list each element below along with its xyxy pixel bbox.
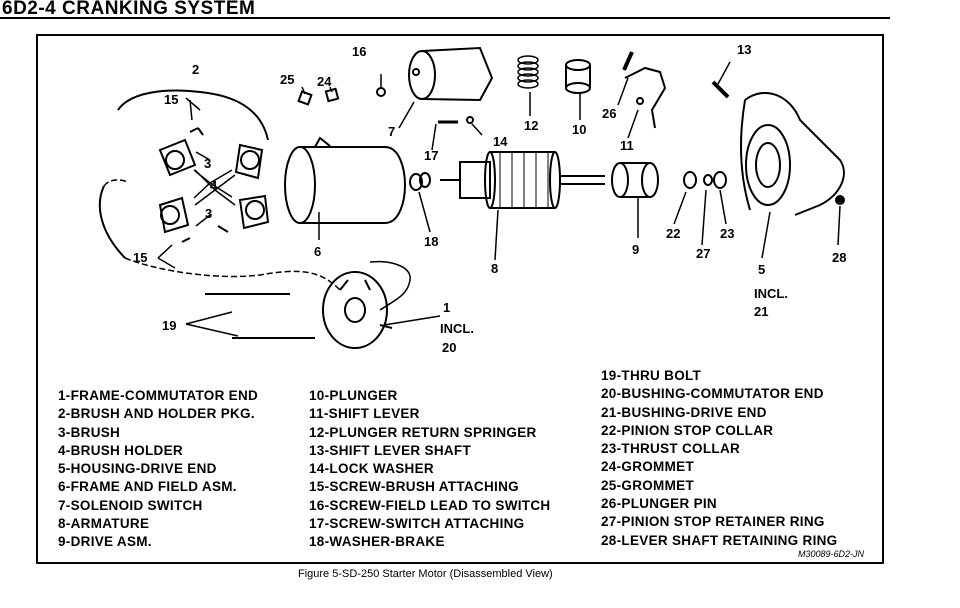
callout-12: 12 (524, 118, 538, 133)
callout-5: 5 (758, 262, 765, 277)
callout-28: 28 (832, 250, 846, 265)
legend-column-1: 1-FRAME-COMMUTATOR END 2-BRUSH AND HOLDE… (58, 387, 258, 552)
leader-lines (157, 61, 841, 337)
header-rule (0, 17, 890, 19)
callout-7: 7 (388, 124, 395, 139)
callout-23: 23 (720, 226, 734, 241)
legend-item: 3-BRUSH (58, 424, 121, 440)
legend-item: 28-LEVER SHAFT RETAINING RING (601, 532, 838, 548)
legend-item: 9-DRIVE ASM. (58, 534, 152, 550)
callout-2: 2 (192, 62, 199, 77)
thru-bolts-drawing (205, 293, 315, 339)
callout-1: 1 (443, 300, 450, 315)
shift-lever-drawing (622, 51, 667, 129)
callout-10: 10 (572, 122, 586, 137)
legend-item: 1-FRAME-COMMUTATOR END (58, 388, 259, 403)
callout-8: 8 (491, 261, 498, 276)
legend-item: 10-PLUNGER (309, 388, 398, 403)
callout-16: 16 (352, 44, 366, 59)
drive-assembly-drawing (611, 162, 727, 198)
legend-item: 14-LOCK WASHER (309, 461, 434, 477)
legend-item: 16-SCREW-FIELD LEAD TO SWITCH (309, 497, 551, 513)
callout-24: 24 (317, 74, 332, 89)
commutator-end-frame-drawing (322, 260, 411, 349)
callout-6: 6 (314, 244, 321, 259)
legend-item: 26-PLUNGER PIN (601, 496, 717, 512)
grommet-25-drawing (297, 90, 313, 106)
callout-9: 9 (632, 242, 639, 257)
brake-washer-drawing (409, 173, 423, 191)
callout-22: 22 (666, 226, 680, 241)
callout-3-top: 3 (204, 156, 211, 171)
section-header-title: 6D2-4 CRANKING SYSTEM (2, 0, 256, 19)
callout-17: 17 (424, 148, 438, 163)
legend-item: 4-BRUSH HOLDER (58, 442, 183, 458)
legend-item: 8-ARMATURE (58, 516, 150, 532)
callout-11: 11 (620, 138, 634, 153)
frame-and-field-drawing (284, 136, 407, 224)
legend-item: 17-SCREW-SWITCH ATTACHING (309, 516, 525, 532)
legend-item: 27-PINION STOP RETAINER RING (601, 514, 825, 530)
callout-15-bottom: 15 (133, 250, 147, 265)
legend-item: 23-THRUST COLLAR (601, 441, 741, 457)
legend-item: 7-SOLENOID SWITCH (58, 497, 203, 513)
exploded-view-diagram: 2 15 3 4 3 15 6 16 25 24 7 17 14 12 10 2… (98, 42, 846, 355)
callout-14: 14 (493, 134, 508, 149)
legend-item: 18-WASHER-BRAKE (309, 534, 445, 550)
figure-code: M30089-6D2-JN (798, 549, 865, 559)
callout-26: 26 (602, 106, 616, 121)
callout-20: 20 (442, 340, 456, 355)
legend-item: 20-BUSHING-COMMUTATOR END (601, 386, 824, 402)
legend-item: 19-THRU BOLT (601, 368, 702, 383)
legend-item: 11-SHIFT LEVER (309, 406, 420, 422)
callout-13: 13 (737, 42, 751, 57)
figure-caption: Figure 5-SD-250 Starter Motor (Disassemb… (298, 568, 553, 580)
retaining-ring-drawing (835, 195, 845, 205)
plunger-drawing (565, 59, 591, 94)
callout-1-incl: INCL. (440, 321, 474, 336)
callout-5-incl: INCL. (754, 286, 788, 301)
lock-washer-drawing (466, 116, 474, 124)
legend-item: 5-HOUSING-DRIVE END (58, 461, 217, 477)
armature-drawing (419, 151, 605, 209)
callout-3-bottom: 3 (205, 206, 212, 221)
field-lead-wire (124, 257, 341, 291)
figure-frame (36, 34, 884, 564)
legend-item: 2-BRUSH AND HOLDER PKG. (58, 406, 255, 422)
callout-27: 27 (696, 246, 710, 261)
brush-holder-assembly-drawing (98, 89, 270, 259)
legend-item: 22-PINION STOP COLLAR (601, 422, 774, 438)
legend-item: 24-GROMMET (601, 459, 695, 475)
drive-end-housing-drawing (740, 91, 845, 216)
plunger-return-spring-drawing (517, 55, 539, 89)
legend-item: 13-SHIFT LEVER SHAFT (309, 442, 472, 458)
field-lead-screw-drawing (376, 87, 386, 97)
legend-item: 25-GROMMET (601, 477, 695, 493)
callout-labels: 2 15 3 4 3 15 6 16 25 24 7 17 14 12 10 2… (133, 42, 846, 355)
legend-item: 12-PLUNGER RETURN SPRINGER (309, 424, 537, 440)
callout-25: 25 (280, 72, 294, 87)
callout-19: 19 (162, 318, 176, 333)
callout-15-top: 15 (164, 92, 178, 107)
legend-column-3: 19-THRU BOLT 20-BUSHING-COMMUTATOR END 2… (601, 367, 837, 550)
solenoid-switch-drawing (408, 46, 494, 102)
callout-21: 21 (754, 304, 768, 319)
callout-4: 4 (210, 178, 218, 193)
legend-item: 21-BUSHING-DRIVE END (601, 404, 767, 420)
legend-column-2: 10-PLUNGER 11-SHIFT LEVER 12-PLUNGER RET… (309, 387, 550, 552)
legend-item: 15-SCREW-BRUSH ATTACHING (309, 479, 519, 495)
callout-18: 18 (424, 234, 438, 249)
legend-item: 6-FRAME AND FIELD ASM. (58, 479, 237, 495)
lever-shaft-drawing (711, 80, 730, 99)
